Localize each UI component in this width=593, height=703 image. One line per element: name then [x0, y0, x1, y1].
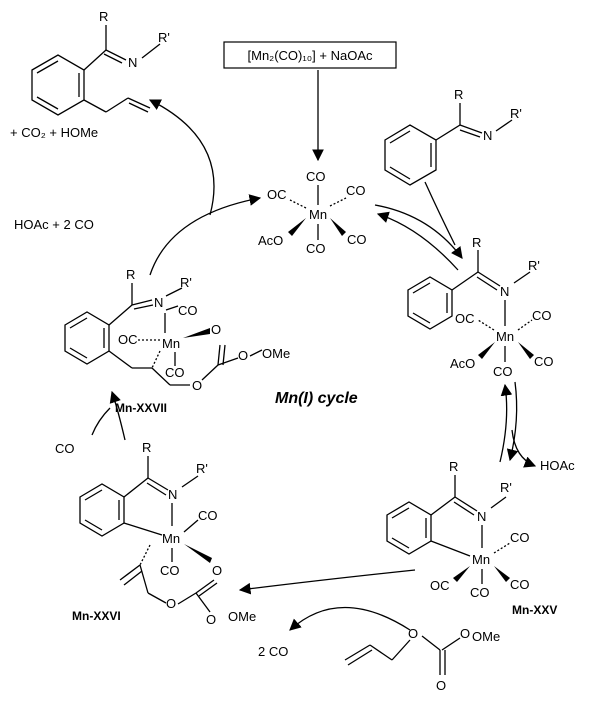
product-n-label: N	[128, 55, 137, 70]
aco-left: AcO	[258, 233, 283, 248]
label-hoac-2co: HOAc + 2 CO	[14, 217, 94, 232]
product-byproducts: + CO₂ + HOMe	[10, 125, 98, 140]
xxvii-r: R	[126, 267, 135, 282]
product-rp-label: R'	[158, 30, 170, 45]
xxvii-rp: R'	[180, 275, 192, 290]
xxvi-o2: O	[166, 596, 176, 611]
arrow-carbonate-in	[289, 606, 411, 631]
xxvi-ome: OMe	[228, 609, 256, 624]
c2-co-ur: CO	[532, 308, 552, 323]
arrow-xxvi-to-xxvii	[109, 390, 126, 441]
product-molecule: R N R' + CO₂ + HOMe	[10, 9, 170, 140]
complex-mn-xxvi: R N R' Mn CO CO O O O OMe Mn-XXVI	[72, 440, 256, 627]
arrow-coord-back	[376, 211, 459, 271]
xxvi-co-ur: CO	[198, 508, 218, 523]
xxv-r: R	[449, 459, 458, 474]
mn-center-top: Mn	[309, 207, 327, 222]
arrow-coord-forward	[374, 204, 463, 259]
imine-n: N	[483, 128, 492, 143]
imine-rp: R'	[510, 106, 522, 121]
xxvi-n: N	[168, 487, 177, 502]
co-lower-right: CO	[347, 232, 367, 247]
xxvi-rp: R'	[196, 461, 208, 476]
xxvi-co-bottom: CO	[160, 563, 180, 578]
co-bottom: CO	[306, 241, 326, 256]
xxv-co-ur: CO	[510, 530, 530, 545]
arrow-cmd-forward	[506, 381, 519, 462]
xxv-rp: R'	[500, 480, 512, 495]
complex-mn-xxvii: R N R' CO Mn OC O CO O O OMe Mn-XXVII	[64, 267, 290, 415]
oc-left: OC	[267, 187, 287, 202]
label-2co: 2 CO	[258, 644, 288, 659]
arrow-imine-join	[424, 181, 456, 246]
xxvi-o3: O	[206, 612, 216, 627]
xxvi-mn: Mn	[162, 531, 180, 546]
reagent-label: [Mn₂(CO)₁₀] + NaOAc	[248, 48, 373, 63]
co-upper-right: CO	[346, 183, 366, 198]
label-hoac: HOAc	[540, 458, 575, 473]
label-co: CO	[55, 441, 75, 456]
complex-mn-xxv: R N R' Mn CO OC CO CO Mn-XXV	[386, 459, 557, 617]
xxvii-n: N	[154, 295, 163, 310]
xxvi-r: R	[142, 440, 151, 455]
cycle-title: Mn(I) cycle	[275, 390, 358, 407]
mn-co5-oac-complex: Mn CO OC CO AcO CO CO	[258, 169, 367, 256]
xxvi-o1: O	[212, 563, 222, 578]
label-mn-xxv: Mn-XXV	[512, 603, 557, 617]
xxvii-co-bottom: CO	[165, 365, 185, 380]
xxvii-o1: O	[211, 322, 221, 337]
arrow-co-in	[91, 407, 111, 436]
xxvii-o3: O	[238, 348, 248, 363]
n-coordinated-complex: R N R' Mn OC CO AcO CO CO	[407, 235, 554, 379]
xxvii-co-top: CO	[178, 303, 198, 318]
carb-o1: O	[408, 626, 418, 641]
c2-co-bottom: CO	[493, 364, 513, 379]
arrow-xxv-to-xxvi	[238, 569, 416, 595]
arrow-product-release	[148, 99, 215, 216]
imine-substrate: R N R'	[384, 87, 522, 186]
arrow-cmd-back	[499, 383, 513, 463]
xxvii-mn: Mn	[162, 336, 180, 351]
co-top: CO	[306, 169, 326, 184]
xxvii-o2: O	[192, 378, 202, 393]
c2-rp: R'	[528, 258, 540, 273]
c2-r: R	[472, 235, 481, 250]
xxv-co-lr: CO	[510, 577, 530, 592]
c2-co-lr: CO	[534, 354, 554, 369]
imine-r: R	[454, 87, 463, 102]
xxvii-oc: OC	[118, 332, 138, 347]
c2-mn: Mn	[496, 329, 514, 344]
carb-o3: O	[460, 626, 470, 641]
xxv-oc: OC	[430, 578, 450, 593]
label-mn-xxvii: Mn-XXVII	[115, 401, 167, 415]
arrow-hoac-out	[511, 429, 537, 468]
xxv-co-bottom: CO	[470, 585, 490, 600]
c2-aco: AcO	[450, 356, 475, 371]
arrow-xxvii-to-start	[149, 194, 262, 276]
xxvii-ome: OMe	[262, 346, 290, 361]
c2-n: N	[500, 284, 509, 299]
allyl-methyl-carbonate: O O O OMe	[344, 626, 500, 693]
carb-ome: OMe	[472, 629, 500, 644]
c2-oc: OC	[455, 311, 475, 326]
label-mn-xxvi: Mn-XXVI	[72, 609, 121, 623]
carb-o2: O	[436, 678, 446, 693]
product-r-label: R	[99, 9, 108, 24]
xxv-mn: Mn	[472, 552, 490, 567]
xxv-n: N	[477, 509, 486, 524]
reagent-box: [Mn₂(CO)₁₀] + NaOAc	[223, 41, 397, 69]
